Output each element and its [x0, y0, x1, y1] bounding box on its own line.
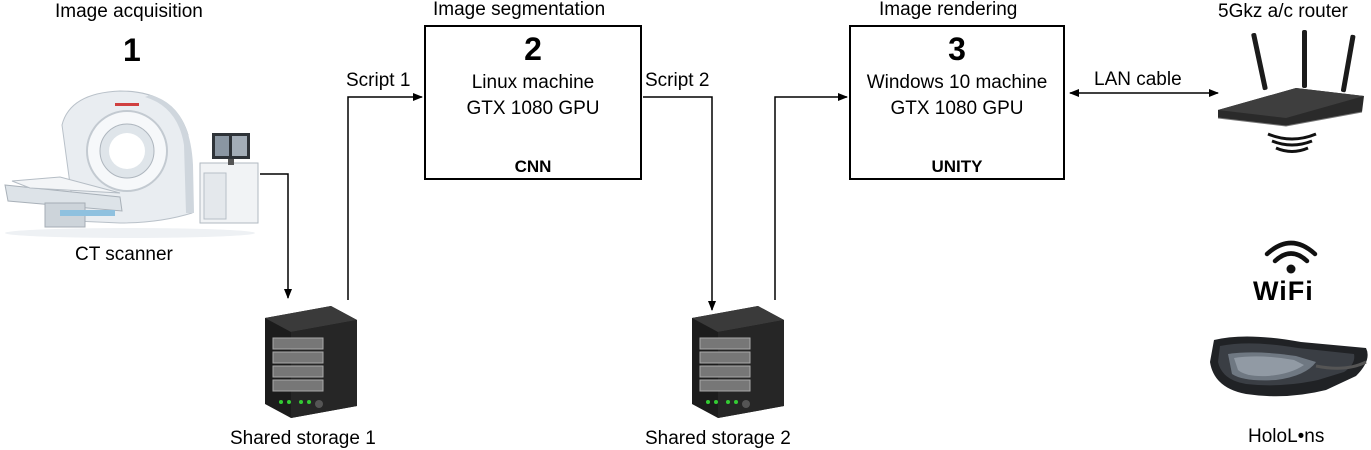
- stage1-number: 1: [123, 32, 141, 68]
- stage1-title: Image acquisition: [55, 1, 203, 22]
- windows-gpu-label: GTX 1080 GPU: [890, 98, 1024, 119]
- lan-cable-label: LAN cable: [1094, 69, 1182, 90]
- windows-machine-label: Windows 10 machine: [866, 72, 1048, 93]
- linux-machine-label: Linux machine: [471, 72, 595, 93]
- stage3-title: Image rendering: [879, 0, 1018, 20]
- arrow-storage2-to-windows: [774, 93, 848, 300]
- linux-machine-box: 2 Linux machine GTX 1080 GPU CNN: [424, 25, 642, 180]
- arrow-ct-to-storage1: [260, 173, 292, 299]
- stage2-title: Image segmentation: [433, 0, 606, 20]
- windows-machine-box: 3 Windows 10 machine GTX 1080 GPU UNITY: [849, 25, 1065, 180]
- arrow-storage1-to-linux: [347, 93, 423, 300]
- wifi-icon: [1264, 240, 1318, 274]
- hololens-label: HoloL•ns: [1248, 426, 1325, 447]
- script1-label: Script 1: [346, 70, 411, 91]
- linux-gpu-label: GTX 1080 GPU: [466, 98, 600, 119]
- unity-label: UNITY: [931, 157, 983, 176]
- cnn-label: CNN: [514, 157, 552, 176]
- ct-scanner-icon: [4, 90, 259, 238]
- ct-scanner-label: CT scanner: [75, 244, 173, 265]
- stage3-number: 3: [948, 31, 966, 67]
- storage2-label: Shared storage 2: [645, 428, 791, 449]
- script2-label: Script 2: [645, 70, 710, 91]
- stage2-number: 2: [524, 31, 542, 67]
- router-label: 5Gkz a/c router: [1218, 1, 1348, 22]
- hololens-icon: [1210, 336, 1368, 397]
- storage1-label: Shared storage 1: [230, 428, 376, 449]
- server-icon: [692, 306, 784, 418]
- server-icon: [265, 306, 357, 418]
- router-icon: [1217, 30, 1364, 153]
- arrow-linux-to-storage2: [643, 96, 716, 311]
- wifi-label: WiFi: [1253, 276, 1314, 306]
